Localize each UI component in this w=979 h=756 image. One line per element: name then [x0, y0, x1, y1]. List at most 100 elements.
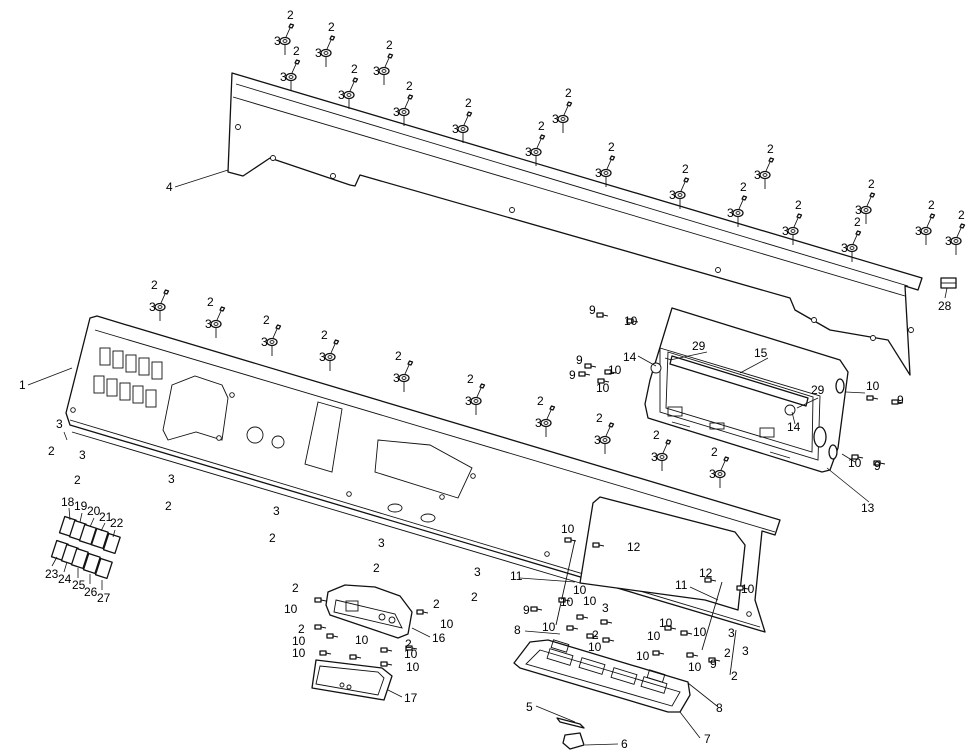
- callout-2: 2: [538, 119, 545, 133]
- callout-22: 22: [110, 516, 124, 530]
- callout-10: 10: [866, 379, 880, 393]
- callout-2: 2: [269, 531, 276, 545]
- callout-14: 14: [787, 420, 801, 434]
- callout-2: 2: [731, 669, 738, 683]
- callout-2: 2: [373, 561, 380, 575]
- callout-2: 2: [767, 142, 774, 156]
- gauge-bezel: [311, 659, 393, 701]
- callout-9: 9: [589, 303, 596, 317]
- callout-10: 10: [636, 649, 650, 663]
- rocker-switches: [50, 515, 121, 580]
- callout-2: 2: [868, 177, 875, 191]
- callout-2: 2: [386, 38, 393, 52]
- callout-6: 6: [621, 737, 628, 751]
- callout-2: 2: [74, 473, 81, 487]
- callout-2: 2: [682, 162, 689, 176]
- callout-3: 3: [841, 241, 848, 255]
- callout-3: 3: [56, 417, 63, 431]
- callout-14: 14: [623, 350, 637, 364]
- callout-9: 9: [576, 353, 583, 367]
- callout-3: 3: [474, 565, 481, 579]
- callout-3: 3: [149, 300, 156, 314]
- callout-10: 10: [284, 602, 298, 616]
- callout-10: 10: [588, 640, 602, 654]
- callout-10: 10: [292, 634, 306, 648]
- callout-10: 10: [659, 616, 673, 630]
- callout-3: 3: [378, 536, 385, 550]
- callout-10: 10: [647, 629, 661, 643]
- callout-5: 5: [526, 700, 533, 714]
- callout-12: 12: [627, 540, 641, 554]
- callout-10: 10: [406, 660, 420, 674]
- callout-2: 2: [48, 444, 55, 458]
- callout-3: 3: [728, 626, 735, 640]
- callout-29: 29: [811, 383, 825, 397]
- callout-3: 3: [393, 105, 400, 119]
- callout-2: 2: [711, 445, 718, 459]
- callout-27: 27: [97, 591, 111, 605]
- callout-11: 11: [510, 569, 523, 583]
- callout-2: 2: [395, 349, 402, 363]
- callout-10: 10: [404, 647, 418, 661]
- callout-19: 19: [74, 499, 88, 513]
- callout-2: 2: [207, 295, 214, 309]
- top-dash-panel: [227, 72, 923, 376]
- callout-3: 3: [742, 644, 749, 658]
- callout-17: 17: [404, 691, 418, 705]
- callout-2: 2: [592, 628, 599, 642]
- callout-13: 13: [861, 501, 875, 515]
- callout-2: 2: [958, 208, 965, 222]
- callout-3: 3: [338, 88, 345, 102]
- glovebox-assembly: [644, 307, 849, 473]
- callout-2: 2: [405, 637, 412, 651]
- callout-3: 3: [525, 145, 532, 159]
- callout-2: 2: [653, 428, 660, 442]
- callout-3: 3: [782, 224, 789, 238]
- callout-2: 2: [293, 44, 300, 58]
- callout-3: 3: [261, 335, 268, 349]
- callout-2: 2: [608, 140, 615, 154]
- callout-3: 3: [552, 112, 559, 126]
- lower-tray: [513, 639, 691, 713]
- callout-1: 1: [19, 378, 26, 392]
- callout-10: 10: [688, 660, 702, 674]
- callout-9: 9: [710, 657, 717, 671]
- callout-7: 7: [704, 732, 711, 746]
- callout-3: 3: [945, 234, 952, 248]
- callout-23: 23: [45, 567, 59, 581]
- callout-2: 2: [298, 622, 305, 636]
- callout-10: 10: [561, 522, 575, 536]
- callout-3: 3: [915, 224, 922, 238]
- callout-9: 9: [523, 603, 530, 617]
- callout-2: 2: [565, 86, 572, 100]
- callout-8: 8: [514, 623, 521, 637]
- callout-2: 2: [165, 499, 172, 513]
- callout-2: 2: [351, 62, 358, 76]
- main-dash-panel: [65, 315, 781, 633]
- callout-10: 10: [693, 625, 707, 639]
- callout-29: 29: [692, 339, 706, 353]
- callout-2: 2: [537, 394, 544, 408]
- callout-3: 3: [602, 601, 609, 615]
- callout-2: 2: [928, 198, 935, 212]
- callout-9: 9: [897, 393, 904, 407]
- callout-15: 15: [754, 346, 768, 360]
- callout-18: 18: [61, 495, 75, 509]
- callout-3: 3: [535, 416, 542, 430]
- callout-3: 3: [205, 317, 212, 331]
- callout-10: 10: [440, 617, 454, 631]
- callout-3: 3: [669, 188, 676, 202]
- callout-10: 10: [624, 314, 638, 328]
- callout-10: 10: [355, 633, 369, 647]
- callout-10: 10: [741, 582, 755, 596]
- callout-3: 3: [754, 168, 761, 182]
- callout-3: 3: [168, 472, 175, 486]
- callout-2: 2: [465, 96, 472, 110]
- callout-2: 2: [406, 79, 413, 93]
- callout-3: 3: [727, 206, 734, 220]
- leader-lines: [27, 169, 948, 746]
- callout-3: 3: [855, 203, 862, 217]
- callout-2: 2: [328, 20, 335, 34]
